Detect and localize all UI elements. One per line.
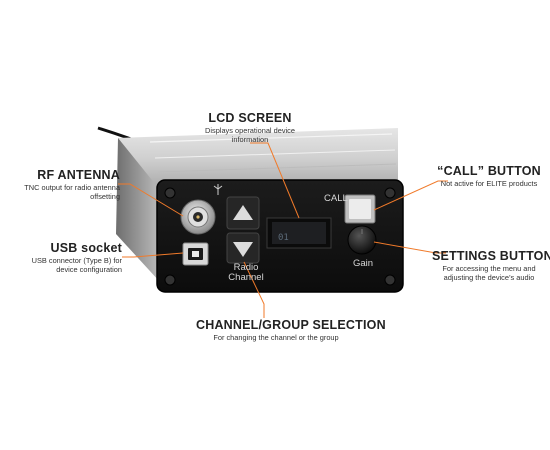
callout-rf-antenna: RF ANTENNA TNC output for radio antenna … bbox=[10, 168, 120, 201]
callout-description: For accessing the menu and adjusting the… bbox=[442, 264, 536, 282]
lcd-screen: 01 bbox=[266, 217, 332, 249]
channel-down-button[interactable] bbox=[226, 232, 260, 264]
channel-up-button[interactable] bbox=[226, 196, 260, 230]
callout-title: “CALL” BUTTON bbox=[437, 164, 541, 178]
panel-screws bbox=[164, 187, 396, 286]
antenna-icon bbox=[213, 184, 223, 195]
gain-label: Gain bbox=[353, 258, 374, 269]
callout-call-button: “CALL” BUTTON Not active for ELITE produ… bbox=[434, 164, 544, 188]
callout-description: For changing the channel or the group bbox=[213, 333, 339, 342]
callout-usb-socket: USB socket USB connector (Type B) for de… bbox=[10, 241, 122, 274]
callout-description: Displays operational device information bbox=[205, 126, 295, 144]
chassis-left-side bbox=[116, 138, 160, 282]
callout-description: USB connector (Type B) for device config… bbox=[31, 256, 122, 274]
callout-title: SETTINGS BUTTON bbox=[432, 249, 550, 263]
callout-title: USB socket bbox=[50, 241, 122, 255]
channel-label: Channel bbox=[228, 272, 264, 283]
callout-title: RF ANTENNA bbox=[37, 168, 120, 182]
callout-title: CHANNEL/GROUP SELECTION bbox=[196, 318, 386, 332]
tnc-connector bbox=[180, 199, 216, 235]
leader-call bbox=[373, 180, 448, 211]
callout-description: Not active for ELITE products bbox=[440, 179, 538, 188]
callout-lcd-screen: LCD SCREEN Displays operational device i… bbox=[200, 111, 300, 144]
callout-settings-button: SETTINGS BUTTON For accessing the menu a… bbox=[432, 249, 550, 282]
callout-channel-group-selection: CHANNEL/GROUP SELECTION For changing the… bbox=[196, 318, 386, 342]
radio-channel-label: Radio Channel bbox=[226, 263, 266, 283]
callout-description: TNC output for radio antenna offsetting bbox=[24, 183, 120, 201]
leader-lcd bbox=[250, 142, 300, 219]
chassis-top bbox=[118, 128, 398, 190]
leader-lines bbox=[118, 142, 448, 318]
leader-usb bbox=[122, 252, 184, 258]
leader-settings bbox=[373, 241, 446, 254]
leader-channel bbox=[243, 261, 265, 318]
call-label: CALL bbox=[324, 193, 348, 204]
lcd-readout: 01 bbox=[278, 233, 289, 243]
gain-knob[interactable] bbox=[347, 225, 377, 255]
radio-label: Radio bbox=[233, 262, 259, 273]
call-button[interactable] bbox=[344, 194, 376, 224]
leader-rf bbox=[118, 183, 184, 217]
usb-port bbox=[182, 242, 209, 266]
callout-title: LCD SCREEN bbox=[208, 111, 292, 125]
